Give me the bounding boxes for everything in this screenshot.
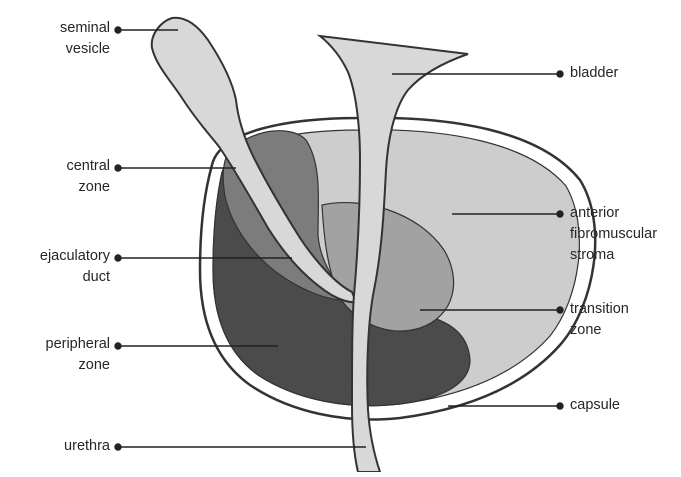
label-seminal-vesicle-line2: vesicle bbox=[60, 39, 110, 60]
label-anterior-stroma-line3: stroma bbox=[570, 245, 657, 266]
label-capsule-line1: capsule bbox=[570, 395, 620, 416]
label-transition-zone-line2: zone bbox=[570, 320, 629, 341]
label-peripheral-zone: peripheral zone bbox=[46, 334, 111, 376]
label-urethra-line1: urethra bbox=[64, 436, 110, 457]
label-capsule: capsule bbox=[570, 395, 620, 416]
label-anterior-stroma-line2: fibromuscular bbox=[570, 224, 657, 245]
label-transition-zone-line1: transition bbox=[570, 299, 629, 320]
label-ejaculatory-duct-line2: duct bbox=[40, 267, 110, 288]
label-central-zone: central zone bbox=[66, 156, 110, 198]
leader-dot-ejaculatory-duct bbox=[115, 255, 121, 261]
leader-dot-seminal-vesicle bbox=[115, 27, 121, 33]
label-central-zone-line2: zone bbox=[66, 177, 110, 198]
label-anterior-stroma-line1: anterior bbox=[570, 203, 657, 224]
label-seminal-vesicle-line1: seminal bbox=[60, 18, 110, 39]
label-peripheral-zone-line1: peripheral bbox=[46, 334, 111, 355]
leader-dot-bladder bbox=[557, 71, 563, 77]
label-transition-zone: transition zone bbox=[570, 299, 629, 341]
label-urethra: urethra bbox=[64, 436, 110, 457]
leader-dot-capsule bbox=[557, 403, 563, 409]
leader-dot-peripheral-zone bbox=[115, 343, 121, 349]
label-bladder: bladder bbox=[570, 63, 618, 84]
label-anterior-fibromuscular-stroma: anterior fibromuscular stroma bbox=[570, 203, 657, 266]
leader-dot-anterior-stroma bbox=[557, 211, 563, 217]
label-peripheral-zone-line2: zone bbox=[46, 355, 111, 376]
leader-dot-central-zone bbox=[115, 165, 121, 171]
label-bladder-line1: bladder bbox=[570, 63, 618, 84]
label-ejaculatory-duct: ejaculatory duct bbox=[40, 246, 110, 288]
label-central-zone-line1: central bbox=[66, 156, 110, 177]
leader-dot-transition-zone bbox=[557, 307, 563, 313]
label-seminal-vesicle: seminal vesicle bbox=[60, 18, 110, 60]
label-ejaculatory-duct-line1: ejaculatory bbox=[40, 246, 110, 267]
leader-dot-urethra bbox=[115, 444, 121, 450]
